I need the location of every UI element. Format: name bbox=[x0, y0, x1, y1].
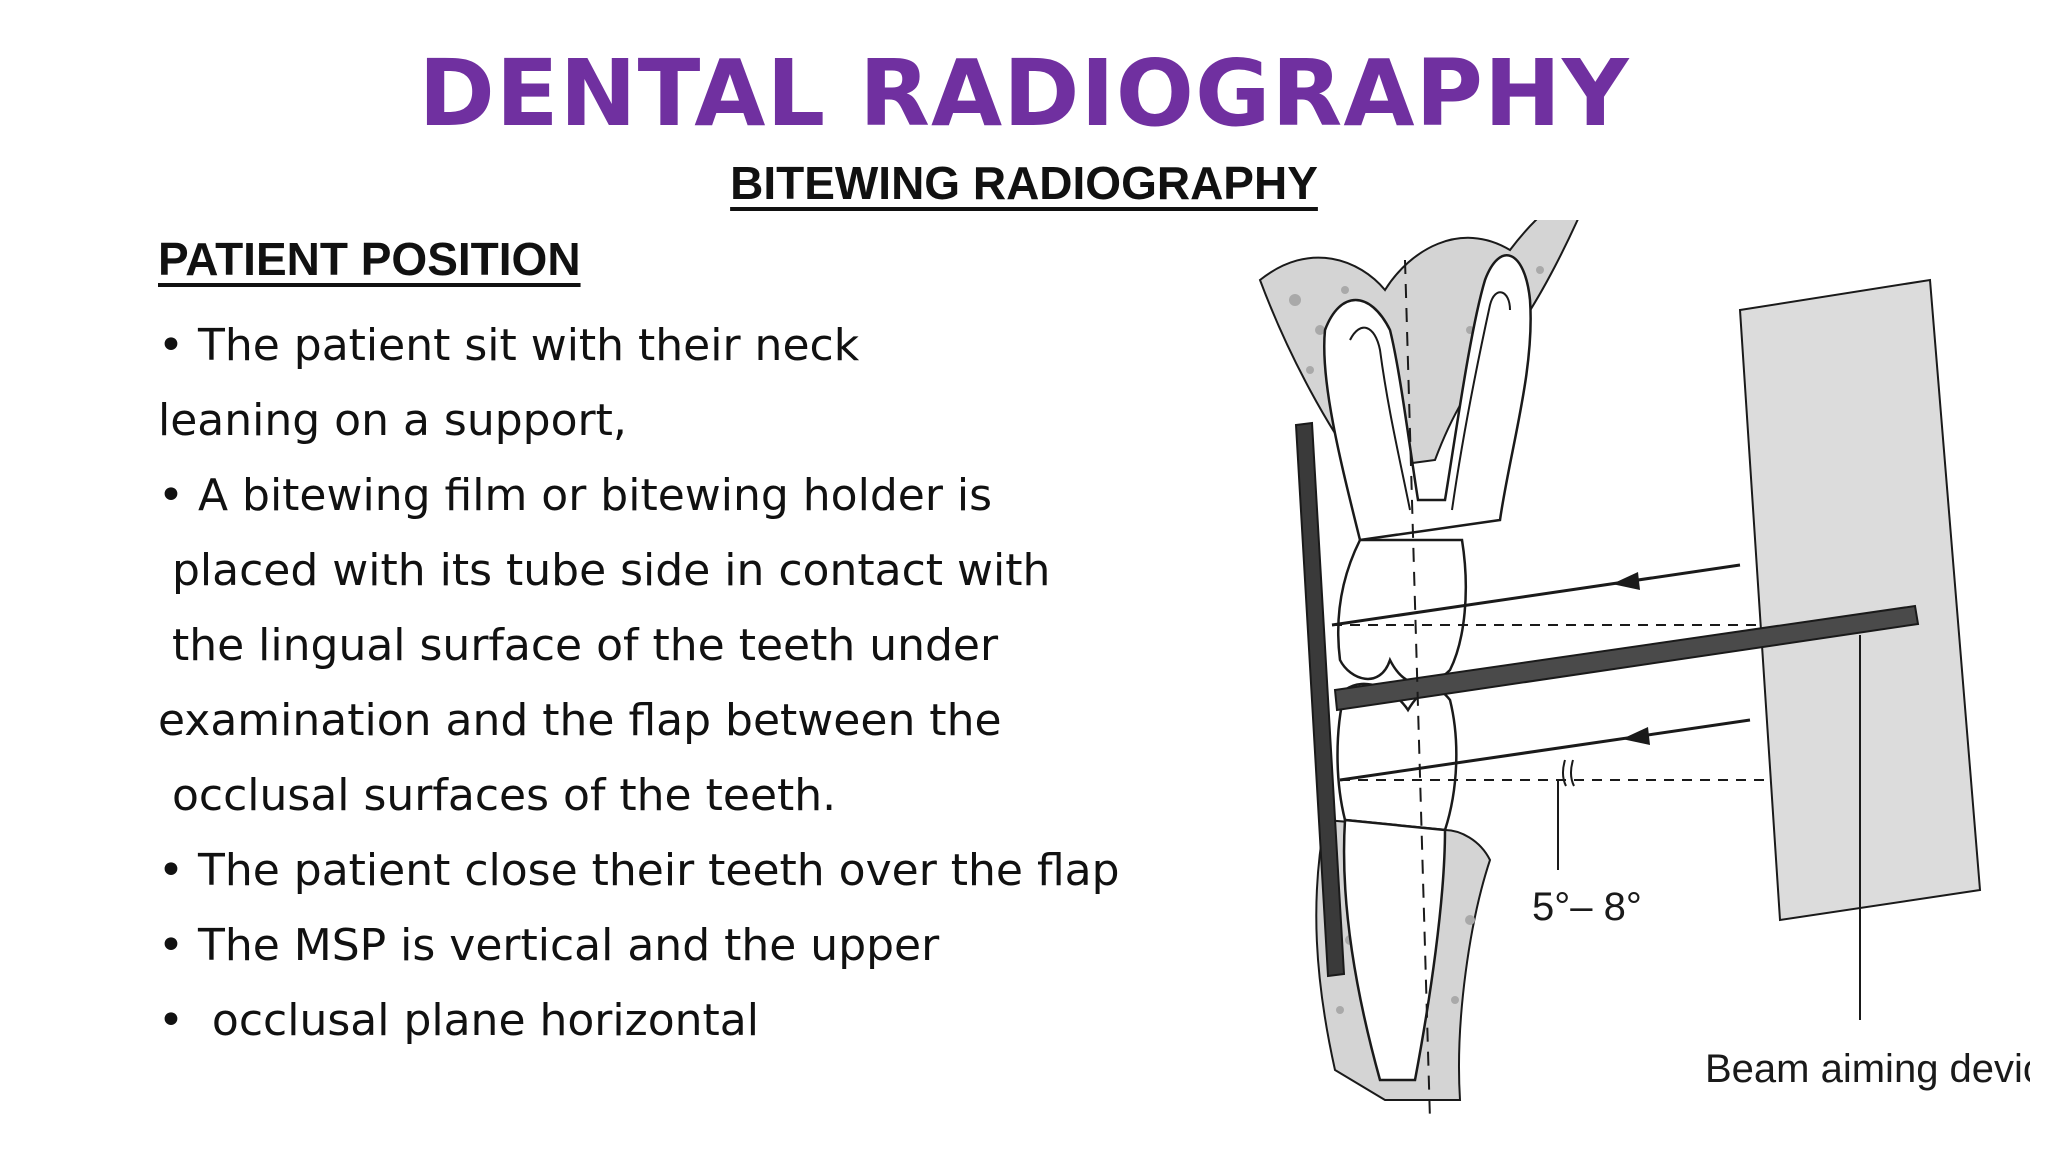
body-line: • occlusal plane horizontal bbox=[158, 995, 759, 1046]
slide-subtitle: BITEWING RADIOGRAPHY bbox=[730, 157, 1318, 209]
body-line: occlusal surfaces of the teeth. bbox=[158, 770, 837, 821]
angle-label: 5°– 8° bbox=[1532, 885, 1642, 929]
film-holder-plate bbox=[1294, 421, 1346, 978]
body-line: placed with its tube side in contact wit… bbox=[158, 545, 1051, 596]
lower-tooth-root bbox=[1342, 818, 1447, 1082]
body-text: • The patient sit with their neck leanin… bbox=[158, 308, 1218, 1058]
bitewing-diagram: 5°– 8° Beam aiming device bbox=[1258, 220, 2030, 1121]
beam-line-upper bbox=[1331, 563, 1741, 627]
slide-title: DENTAL RADIOGRAPHY bbox=[418, 40, 1630, 147]
section-heading: PATIENT POSITION bbox=[158, 233, 581, 285]
body-line: • The patient sit with their neck bbox=[158, 320, 860, 371]
bite-block-arm bbox=[1333, 604, 1920, 712]
body-line: the lingual surface of the teeth under bbox=[158, 620, 999, 671]
upper-tooth-crown bbox=[1336, 538, 1468, 686]
body-line: • A bitewing film or bitewing holder is bbox=[158, 470, 993, 521]
beam-line-lower bbox=[1339, 718, 1751, 782]
body-line: leaning on a support, bbox=[158, 395, 627, 446]
body-line: examination and the flap between the bbox=[158, 695, 1002, 746]
body-line: • The patient close their teeth over the… bbox=[158, 845, 1120, 896]
upper-tooth-root bbox=[1323, 254, 1532, 542]
device-label: Beam aiming device bbox=[1705, 1047, 2030, 1091]
body-line: • The MSP is vertical and the upper bbox=[158, 920, 940, 971]
beam-aiming-device bbox=[1738, 278, 1982, 922]
